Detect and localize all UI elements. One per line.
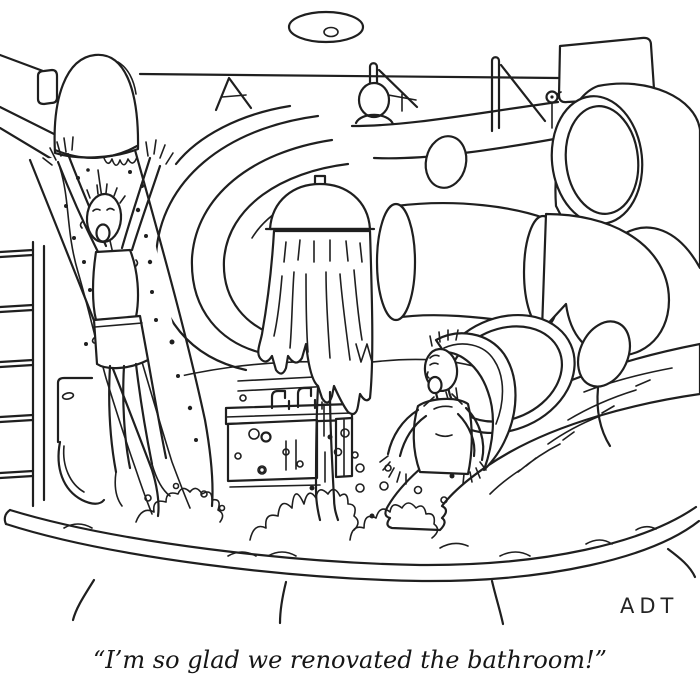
railing-post — [214, 76, 253, 112]
woman-left-hand — [379, 455, 407, 485]
shower-knob — [313, 174, 327, 186]
sink-faucet-icon — [270, 386, 323, 411]
stair-railings — [214, 56, 547, 133]
pool-water-waves — [63, 523, 657, 557]
boy-right-hand — [145, 139, 174, 165]
slide-right-edge — [133, 148, 214, 508]
spray-droplets — [64, 168, 198, 442]
splash-center — [249, 343, 389, 557]
boy-open-mouth — [95, 223, 111, 243]
flush-handle — [36, 68, 59, 106]
woman-left-arm — [386, 408, 428, 458]
middle-tube-slide — [375, 202, 564, 330]
woman-laughing-mouth — [427, 375, 443, 395]
waiting-person — [354, 81, 395, 126]
boy-torso — [91, 248, 140, 322]
toilet-lid-slide-entrance — [36, 53, 140, 159]
giant-shower-head — [264, 174, 376, 231]
small-tube-ring — [424, 135, 468, 189]
lower-tube-slide — [540, 212, 671, 448]
woman-hair — [434, 332, 517, 472]
pool-rim-front — [4, 519, 700, 583]
boy-left-leg — [108, 364, 132, 474]
ceiling-light-icon — [287, 10, 365, 44]
woman-right-arm — [456, 406, 485, 462]
room-background — [0, 10, 560, 80]
railing-post — [368, 62, 379, 114]
pool-rim-back — [8, 505, 698, 567]
boy-right-leg — [134, 358, 168, 466]
cabinet — [226, 418, 319, 483]
splash-woman — [349, 464, 469, 549]
boy-right-arm — [120, 156, 162, 252]
railing-post — [490, 56, 501, 133]
tube-top-edge — [350, 100, 560, 128]
tube-ring — [576, 320, 632, 388]
artist-signature: ADT — [620, 594, 678, 618]
pool-ladder — [0, 240, 46, 508]
tub-leg — [490, 579, 505, 626]
boy-left-hand — [42, 136, 74, 166]
flush-button — [61, 392, 75, 400]
tube-support — [596, 386, 612, 448]
slide-water-edge — [59, 167, 153, 515]
wall-corner-line — [0, 53, 45, 73]
cabinet-knob — [260, 431, 272, 443]
tube-ring — [375, 202, 417, 322]
boy-hair — [86, 183, 126, 204]
shower-waterfall — [257, 229, 374, 522]
tub-leg — [666, 547, 697, 579]
central-stream — [314, 386, 340, 522]
toilet-bowl — [57, 440, 106, 505]
boy-figure — [42, 136, 198, 507]
slosh-at-top — [103, 156, 138, 167]
pool-rim-lip — [3, 508, 12, 526]
bathtub-pool — [3, 505, 700, 626]
wall-line — [138, 72, 560, 80]
tub-leg — [71, 578, 96, 622]
toilet — [56, 376, 106, 505]
woman-right-hand — [462, 461, 487, 485]
woman-hair-lines — [429, 329, 459, 347]
caption: “I’m so glad we renovated the bathroom!” — [93, 646, 607, 674]
tub-leg — [278, 580, 288, 625]
bathroom-vanity — [224, 374, 359, 488]
